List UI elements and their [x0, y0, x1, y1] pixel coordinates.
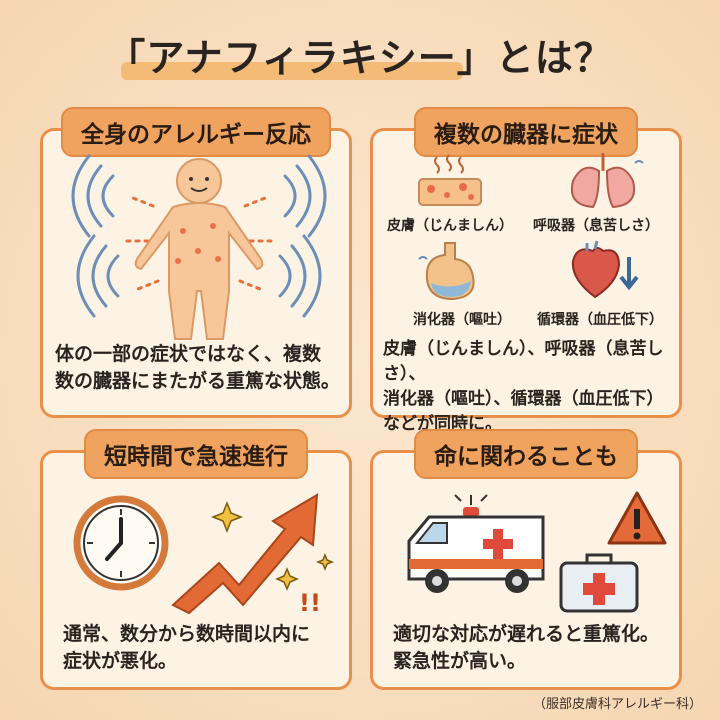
first-aid-kit-icon: [559, 553, 639, 613]
title-area: 「アナフィラキシー」とは？: [0, 22, 720, 86]
ambulance-icon: [407, 494, 545, 593]
footer-credit: （服部皮膚科アレルギー科）: [532, 697, 702, 712]
card-description: 適切な対応が遅れると重篤化。 緊急性が高い。: [393, 623, 660, 672]
page-title: 「アナフィラキシー」とは？: [107, 35, 613, 80]
organ-label-circulatory: 循環器（血圧低下）: [537, 312, 663, 328]
signal-waves-icon: [71, 154, 327, 318]
organ-label-respiratory: 呼吸器（息苦しさ）: [533, 218, 659, 234]
svg-text:!!: !!: [299, 589, 321, 617]
title-highlight: [121, 61, 463, 80]
card-rapid-progression: 短時間で急速進行 !! 通常、数分から数時間以内に 症状が悪化。: [40, 429, 352, 690]
heart-icon: [571, 240, 639, 299]
warning-icon: [607, 491, 667, 545]
clock-icon: [73, 495, 169, 591]
card-multiple-organs: 複数の臓器に症状 皮膚（じんましん） 呼吸器（息苦しさ） 消化器（嘔吐）: [370, 107, 682, 434]
stomach-icon: [418, 242, 475, 301]
organ-label-skin: 皮膚（じんましん）: [387, 218, 513, 234]
card-heading: 全身のアレルギー反応: [61, 107, 331, 157]
skin-hives-icon: [418, 154, 482, 206]
sparkle-icon: [210, 500, 335, 591]
card-whole-body-reaction: 全身のアレルギー反応 体の一部の症状ではなく、複数 数の臓: [40, 107, 352, 418]
card-heading: 短時間で急速進行: [84, 429, 308, 479]
card-life-threatening: 命に関わることも 適切な対応が遅れると重篤化。 緊急性が高い。: [370, 429, 682, 690]
card-description: 体の一部の症状ではなく、複数 数の臓器にまたがる重篤な状態。: [55, 343, 341, 392]
card-description: 通常、数分から数時間以内に 症状が悪化。: [63, 623, 311, 672]
card-heading: 命に関わることも: [414, 429, 638, 479]
card-heading: 複数の臓器に症状: [414, 107, 638, 157]
rising-arrow-icon: !!: [171, 493, 335, 617]
card-description: 皮膚（じんましん）、呼吸器（息苦しさ）、 消化器（嘔吐）、循環器（血圧低下） な…: [383, 339, 664, 434]
lungs-icon: [571, 153, 644, 209]
human-figure-icon: [71, 154, 327, 340]
organ-label-digestive: 消化器（嘔吐）: [413, 312, 511, 328]
